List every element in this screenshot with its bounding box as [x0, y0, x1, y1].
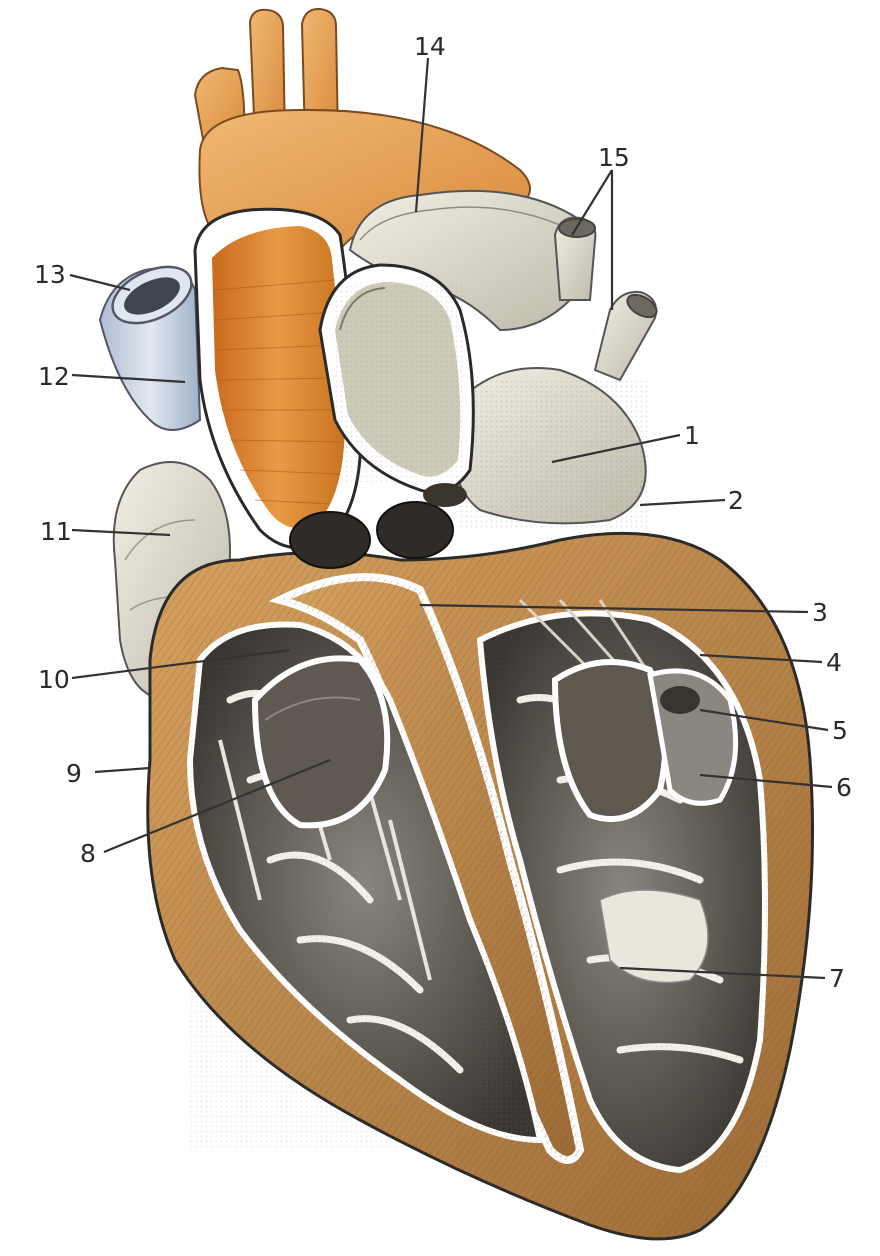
leader-1: [551, 433, 681, 464]
leader-7: [619, 966, 826, 980]
label-1: 1: [684, 421, 700, 450]
leader-12: [71, 373, 186, 384]
pulmonary-trunk-lumen: [318, 263, 475, 494]
leader-11: [71, 528, 171, 537]
label-7: 7: [829, 964, 845, 993]
leader-2: [639, 498, 726, 507]
leader-8: [103, 758, 331, 854]
ascending-aorta-cut: [193, 207, 363, 550]
leader-6: [699, 773, 833, 789]
label-9: 9: [66, 759, 82, 788]
label-12: 12: [38, 362, 70, 391]
papillary-muscle: [599, 889, 709, 984]
label-13: 13: [34, 260, 66, 289]
leader-10: [71, 648, 291, 680]
label-10: 10: [38, 665, 70, 694]
leader-3: [419, 603, 809, 614]
label-5: 5: [832, 716, 848, 745]
label-14: 14: [414, 32, 446, 61]
pulmonary-veins: [553, 216, 658, 382]
label-15: 15: [598, 143, 630, 172]
leader-9: [94, 766, 151, 774]
label-6: 6: [836, 773, 852, 802]
leader-13: [69, 273, 131, 292]
leader-14: [414, 57, 430, 213]
number-labels: 1 2 3 4 5 6 7 8 9 10 11 12 13 14 15: [34, 32, 852, 993]
leader-15a: [571, 169, 613, 236]
left-atrium: [452, 367, 650, 530]
tricuspid-valve: [251, 655, 391, 829]
aortic-valve-cusps: [289, 483, 467, 569]
label-11: 11: [40, 517, 72, 546]
superior-vena-cava: [98, 265, 202, 431]
leader-4: [699, 653, 823, 664]
leader-5: [699, 708, 829, 732]
label-3: 3: [812, 598, 828, 627]
leader-lines: [69, 57, 833, 980]
aortic-arch-branches: [193, 7, 340, 151]
label-8: 8: [80, 839, 96, 868]
label-4: 4: [826, 648, 842, 677]
mitral-valve: [551, 659, 739, 823]
label-2: 2: [728, 486, 744, 515]
